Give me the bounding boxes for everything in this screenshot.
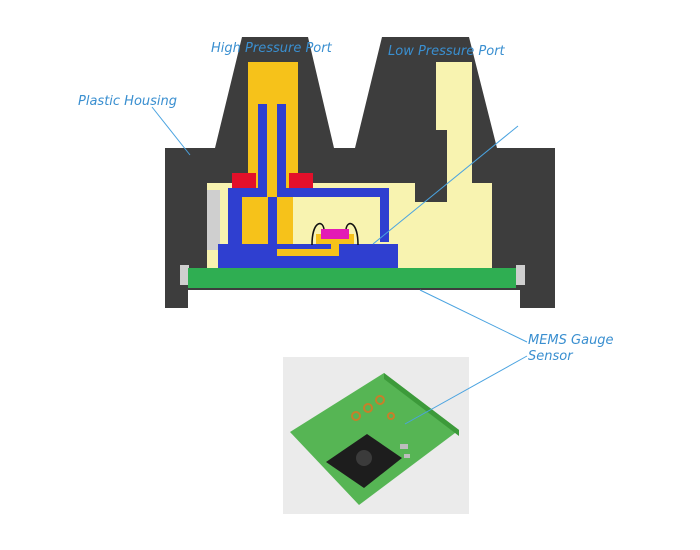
plastic-housing-label: Plastic Housing [78,94,178,109]
mems-label-line2: Sensor [528,349,573,364]
mems-label-line1: MEMS Gauge [528,333,614,348]
seal-right [289,173,313,188]
low-pressure-port-label: Low Pressure Port [388,44,505,59]
mems-die [321,229,349,239]
low-pressure-port-channel-lower [447,130,472,202]
photo-pressure-port [356,450,372,466]
callout-line-plastic-housing [151,106,191,156]
seal-left [232,173,256,188]
pcb-board [188,268,516,288]
mems-gauge-sensor-label: MEMS Gauge Sensor [528,333,648,365]
sensor-photo [283,357,469,514]
high-pressure-port-label: High Pressure Port [211,41,332,56]
housing-foot-left [180,265,189,285]
housing-pillar [415,130,447,202]
callout-line-mems-pcb [419,289,528,343]
callout-line-mems-top [372,125,519,245]
gauge-channel-neck [331,243,339,256]
callout-line-mems-photo [404,355,528,425]
gauge-channel [277,249,339,256]
high-pressure-port-channel [248,62,298,184]
housing-inner-wall-left [207,190,220,250]
housing-foot-right [516,265,525,285]
bond-wires [311,222,359,246]
photo-pcb [290,373,459,505]
